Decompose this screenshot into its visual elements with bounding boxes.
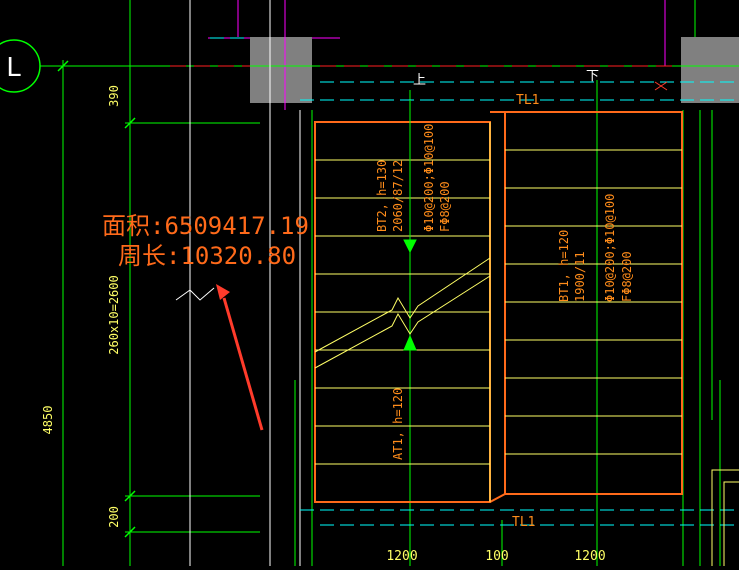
- dim-total: 4850: [41, 406, 55, 435]
- annotation-arrow: [216, 284, 264, 431]
- measure-popup: 面积:6509417.19 周长:10320.80: [102, 212, 309, 270]
- column-left[interactable]: [250, 37, 312, 103]
- dim-mid-seg: 260x10=2600: [107, 275, 121, 354]
- axis-bubble-label: L: [6, 53, 22, 83]
- direction-arrows: [403, 100, 417, 351]
- bt2-line1: BT2, h=130: [375, 160, 389, 232]
- outline-fragment-lower-right: [711, 469, 739, 566]
- bt1-line2: 1900/11: [573, 251, 587, 302]
- dimension-ticks: [57, 60, 136, 538]
- flight-label-bt1[interactable]: BT1, h=120 1900/11 Φ10@200;Φ10@100 FΦ8@2…: [557, 194, 634, 302]
- stair-outline[interactable]: [314, 111, 683, 503]
- column-right[interactable]: [681, 37, 739, 103]
- up-mark: 上: [413, 73, 426, 88]
- beam-label-top[interactable]: TL1: [516, 93, 539, 108]
- dim-h-mid: 100: [485, 549, 508, 564]
- at1-line1: AT1, h=120: [391, 388, 405, 460]
- cyan-dashed-lines: [210, 37, 739, 526]
- dim-h-right: 1200: [574, 549, 605, 564]
- flight-label-bt2[interactable]: BT2, h=130 2060/87/12 Φ10@200;Φ10@100 FΦ…: [375, 124, 452, 232]
- dim-top-seg: 390: [107, 85, 121, 107]
- bt1-line1: BT1, h=120: [557, 230, 571, 302]
- crosshair-marker: [654, 81, 668, 91]
- dim-bottom-seg: 200: [107, 506, 121, 528]
- bt2-line4: FΦ8@200: [438, 181, 452, 232]
- axis-bubble[interactable]: L: [0, 39, 41, 93]
- area-readout: 面积:6509417.19: [102, 212, 309, 240]
- flight-label-at1[interactable]: AT1, h=120: [391, 388, 405, 460]
- bt2-line3: Φ10@200;Φ10@100: [422, 124, 436, 232]
- treads-left: [315, 122, 491, 502]
- down-mark: 下: [586, 69, 599, 84]
- bt1-line4: FΦ8@200: [620, 251, 634, 302]
- treads-right: [505, 149, 682, 455]
- break-line: [314, 257, 491, 369]
- perimeter-readout: 周长:10320.80: [118, 242, 296, 270]
- white-lines: [175, 0, 301, 566]
- bt1-line3: Φ10@200;Φ10@100: [603, 194, 617, 302]
- beam-label-bottom[interactable]: TL1: [512, 515, 535, 530]
- axis-lines: [40, 0, 739, 566]
- bt2-line2: 2060/87/12: [391, 160, 405, 232]
- dim-h-left: 1200: [386, 549, 417, 564]
